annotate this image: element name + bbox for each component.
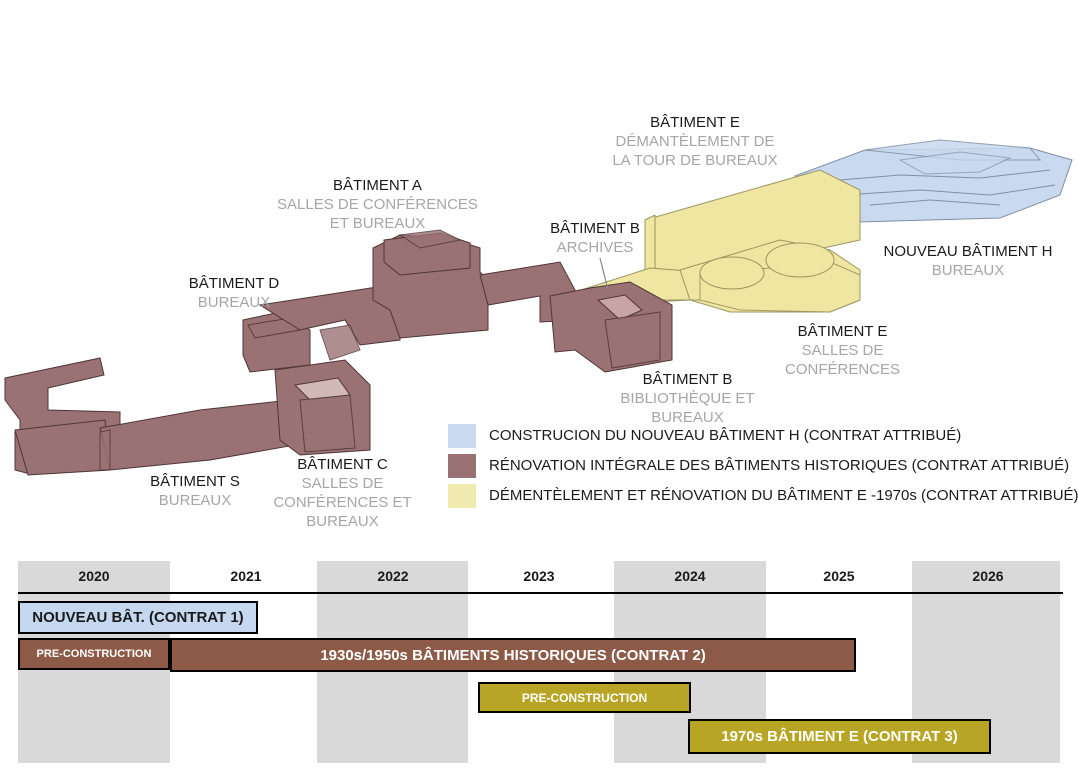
batiment-e-top-title: BÂTIMENT E <box>650 114 740 131</box>
batiment-h-title: NOUVEAU BÂTIMENT H <box>883 243 1053 260</box>
batiment-s-sub: BUREAUX <box>158 492 232 509</box>
year-label-2024: 2024 <box>674 568 706 584</box>
batiment-c-sub-3: BUREAUX <box>306 513 379 530</box>
batiment-b-library-title: BÂTIMENT B <box>642 371 733 388</box>
building-h-massing <box>793 139 1073 223</box>
archives-leader-line <box>599 257 609 291</box>
bar-batiments-historiques-contrat-2: 1930s/1950s BÂTIMENTS HISTORIQUES (CONTR… <box>170 638 856 672</box>
historic-buildings-massing <box>4 229 673 476</box>
batiment-c-sub-1: SALLES DE <box>301 475 384 492</box>
legend-item-new-building: CONSTRUCION DU NOUVEAU BÂTIMENT H (CONTR… <box>448 424 1078 448</box>
label-batiment-e-conf: BÂTIMENT E SALLES DE CONFÉRENCES <box>775 322 910 379</box>
label-batiment-c: BÂTIMENT C SALLES DE CONFÉRENCES ET BURE… <box>270 455 415 531</box>
label-batiment-s: BÂTIMENT S BUREAUX <box>140 472 250 510</box>
batiment-h-sub: BUREAUX <box>931 262 1005 279</box>
label-batiment-e-top: BÂTIMENT E DÉMANTÈLEMENT DE LA TOUR DE B… <box>605 113 785 170</box>
legend-swatch-blue <box>448 424 476 448</box>
legend-text-batiment-e: DÉMENTÈLEMENT ET RÉNOVATION DU BÂTIMENT … <box>489 487 1078 504</box>
bar-pre-construction-batiment-e: PRE-CONSTRUCTION <box>478 682 691 713</box>
batiment-b-library-sub-2: BUREAUX <box>651 409 724 426</box>
year-label-2023: 2023 <box>523 568 555 584</box>
legend-text-new-building: CONSTRUCION DU NOUVEAU BÂTIMENT H (CONTR… <box>489 427 962 444</box>
legend-item-batiment-e: DÉMENTÈLEMENT ET RÉNOVATION DU BÂTIMENT … <box>448 484 1078 508</box>
year-label-2022: 2022 <box>377 568 409 584</box>
year-label-2026: 2026 <box>972 568 1004 584</box>
bar-batiment-e-contrat-3: 1970s BÂTIMENT E (CONTRAT 3) <box>688 719 991 754</box>
bar-pre-construction-historic: PRE-CONSTRUCTION <box>18 638 170 670</box>
batiment-e-conf-sub-2: CONFÉRENCES <box>784 361 900 378</box>
batiment-d-title: BÂTIMENT D <box>188 275 280 292</box>
batiment-c-title: BÂTIMENT C <box>297 456 388 473</box>
label-batiment-b-library: BÂTIMENT B BIBLIOTHÈQUE ET BUREAUX <box>610 370 765 427</box>
label-batiment-b-archives: BÂTIMENT B ARCHIVES <box>540 219 650 257</box>
legend-swatch-mauve <box>448 454 476 478</box>
legend-item-historic: RÉNOVATION INTÉGRALE DES BÂTIMENTS HISTO… <box>448 454 1078 478</box>
label-batiment-d: BÂTIMENT D BUREAUX <box>180 274 288 312</box>
year-label-2021: 2021 <box>230 568 262 584</box>
batiment-s-title: BÂTIMENT S <box>150 473 240 490</box>
batiment-b-library-sub-1: BIBLIOTHÈQUE ET <box>620 390 755 407</box>
batiment-a-title: BÂTIMENT A <box>333 177 422 194</box>
batiment-e-conf-sub-1: SALLES DE <box>801 342 884 359</box>
bar-nouveau-batiment-contrat-1: NOUVEAU BÂT. (CONTRAT 1) <box>18 601 258 634</box>
batiment-e-conf-title: BÂTIMENT E <box>797 323 888 340</box>
batiment-c-sub-2: CONFÉRENCES ET <box>273 494 412 511</box>
year-label-2025: 2025 <box>823 568 855 584</box>
building-massing-drawing <box>4 139 1073 476</box>
batiment-a-sub-2: ET BUREAUX <box>329 215 426 232</box>
label-nouveau-batiment-h: NOUVEAU BÂTIMENT H BUREAUX <box>878 242 1058 280</box>
batiment-e-top-sub-1: DÉMANTÈLEMENT DE <box>615 133 775 150</box>
timeline-axis-line <box>18 592 1063 594</box>
legend-swatch-yellow <box>448 484 476 508</box>
year-label-2020: 2020 <box>78 568 110 584</box>
label-batiment-a: BÂTIMENT A SALLES DE CONFÉRENCES ET BURE… <box>275 176 480 233</box>
batiment-b-archives-sub: ARCHIVES <box>556 239 634 256</box>
batiment-b-archives-title: BÂTIMENT B <box>550 220 640 237</box>
batiment-e-top-sub-2: LA TOUR DE BUREAUX <box>612 152 778 169</box>
legend-text-historic: RÉNOVATION INTÉGRALE DES BÂTIMENTS HISTO… <box>489 457 1070 474</box>
batiment-a-sub-1: SALLES DE CONFÉRENCES <box>277 196 478 213</box>
batiment-d-sub: BUREAUX <box>197 294 271 311</box>
